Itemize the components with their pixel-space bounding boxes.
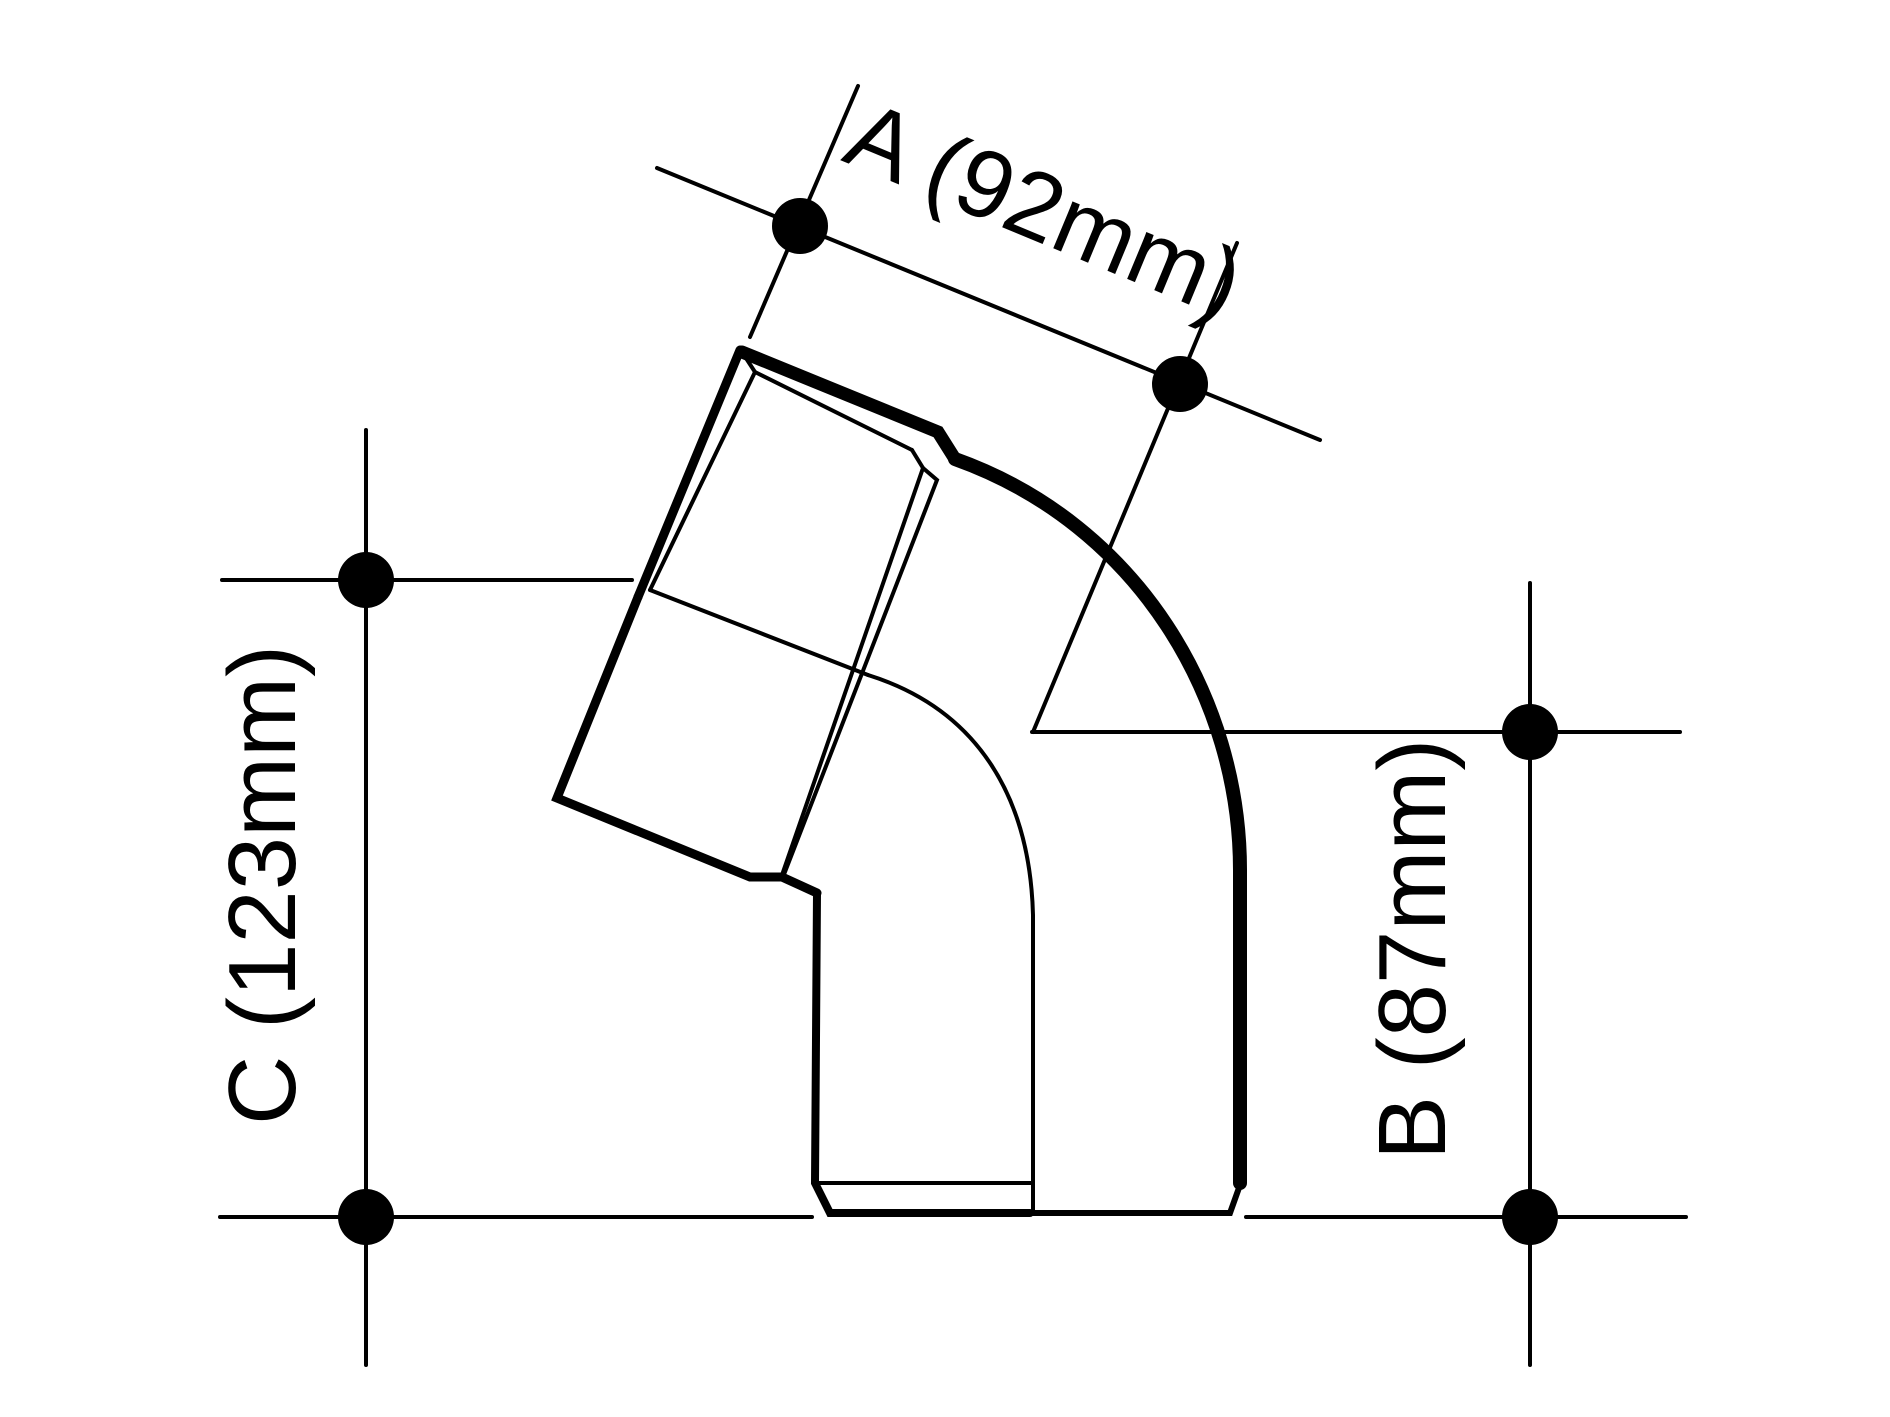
socket-inner-line-4 xyxy=(781,466,940,879)
outer-bend-curve xyxy=(948,452,1247,1190)
dimension-a-right-extension-line xyxy=(1031,241,1239,734)
dimension-a-label: A (92mm) xyxy=(832,81,1257,339)
upper-socket-rim xyxy=(735,345,962,466)
dimension-a-dimension-line xyxy=(655,166,1322,442)
socket-inner-line-2 xyxy=(753,370,914,452)
outer-wall-bottom-edge xyxy=(1027,1182,1243,1216)
pipe-bend-drawing xyxy=(551,345,1247,1217)
socket-inner-line-3 xyxy=(780,448,926,877)
dimension-a-left-point xyxy=(772,198,828,254)
dimension-b-label: B (87mm) xyxy=(1359,739,1466,1160)
dimension-c-label: C (123mm) xyxy=(209,645,316,1125)
dimension-c-top-point xyxy=(338,552,394,608)
dimension-b-bottom-point xyxy=(1502,1189,1558,1245)
socket-inner-line-1 xyxy=(648,350,758,592)
dimension-c-bottom-point xyxy=(338,1189,394,1245)
lower-spigot-left-edge xyxy=(810,889,1034,1217)
socket-band-line xyxy=(648,588,870,677)
dimension-b-top-point xyxy=(1502,704,1558,760)
upper-socket-top-edge xyxy=(633,345,745,602)
dimension-a-right-point xyxy=(1152,356,1208,412)
inner-bend-curve xyxy=(866,673,1035,1215)
upper-socket-outer-edge xyxy=(551,592,822,898)
